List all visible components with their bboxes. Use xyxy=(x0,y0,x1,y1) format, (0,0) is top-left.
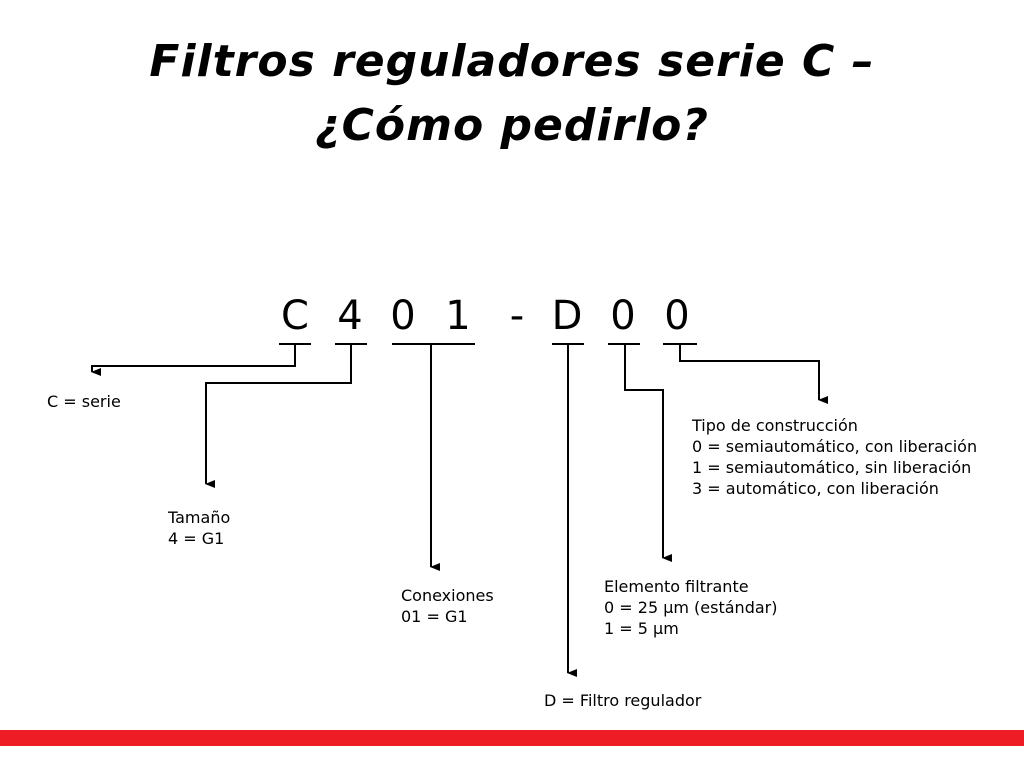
label-conexiones-value: 01 = G1 xyxy=(401,607,468,626)
title-line-1: Filtros reguladores serie C – xyxy=(149,36,875,87)
label-serie: C = serie xyxy=(47,391,121,412)
label-construccion-heading: Tipo de construcción xyxy=(692,416,858,435)
code-char-conn-1: 0 xyxy=(390,293,416,339)
leader-tamano xyxy=(205,344,352,488)
label-tamano-heading: Tamaño xyxy=(168,508,231,527)
code-char-c: C xyxy=(281,293,309,339)
label-tamano-value: 4 = G1 xyxy=(168,529,225,548)
code-char-size: 4 xyxy=(337,293,363,339)
label-elemento-heading: Elemento filtrante xyxy=(604,577,749,596)
code-char-type: D xyxy=(551,293,583,339)
label-tamano: Tamaño 4 = G1 xyxy=(168,507,230,549)
label-elemento-opt1: 1 = 5 μm xyxy=(604,619,679,638)
label-elemento: Elemento filtrante 0 = 25 μm (estándar) … xyxy=(604,576,777,639)
accent-bar xyxy=(0,730,1024,746)
code-char-dash: - xyxy=(509,293,525,339)
label-construccion-opt0: 0 = semiautomático, con liberación xyxy=(692,437,978,456)
code-char-construction: 0 xyxy=(664,293,690,339)
title-line-2: ¿Cómo pedirlo? xyxy=(315,100,709,151)
page-title: Filtros reguladores serie C – ¿Cómo pedi… xyxy=(0,30,1024,158)
label-serie-text: C = serie xyxy=(47,392,121,411)
code-char-filter: 0 xyxy=(610,293,636,339)
leader-serie xyxy=(91,344,296,376)
label-conexiones-heading: Conexiones xyxy=(401,586,494,605)
label-tipo-d-text: D = Filtro regulador xyxy=(544,691,702,710)
leader-elemento xyxy=(624,344,672,562)
label-conexiones: Conexiones 01 = G1 xyxy=(401,585,494,627)
label-tipo-d: D = Filtro regulador xyxy=(544,690,701,711)
label-construccion-opt3: 3 = automático, con liberación xyxy=(692,479,939,498)
leader-construccion xyxy=(679,344,828,404)
label-construccion-opt1: 1 = semiautomático, sin liberación xyxy=(692,458,972,477)
code-char-conn-2: 1 xyxy=(445,293,471,339)
label-construccion: Tipo de construcción 0 = semiautomático,… xyxy=(692,415,977,499)
label-elemento-opt0: 0 = 25 μm (estándar) xyxy=(604,598,778,617)
